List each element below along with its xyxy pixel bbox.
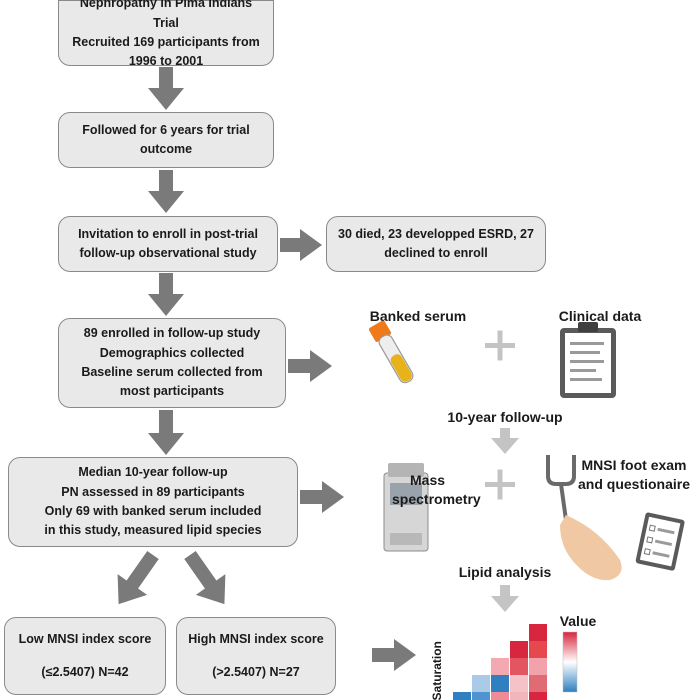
- arrow-invitation-to-enrolled: [148, 273, 184, 316]
- excluded-line-1: 30 died, 23 developped ESRD, 27: [338, 226, 534, 241]
- enrolled-line-2: Demographics collected: [99, 345, 245, 360]
- questionnaire-clipboard-icon: [635, 512, 685, 571]
- arrow-median-to-high: [184, 550, 226, 605]
- label-saturation: Saturation: [430, 641, 445, 700]
- high-line-2: (>2.5407) N=27: [212, 665, 300, 679]
- followed-line-1: Followed for 6 years for trial: [82, 122, 250, 137]
- label-mnsi-exam: MNSI foot exam and questionaire: [568, 456, 700, 494]
- followed-line-2: outcome: [139, 142, 193, 156]
- label-clinical-data: Clinical data: [558, 308, 642, 324]
- mass-spectrometer-icon: [383, 463, 429, 552]
- trial-line-3: 1996 to 2001: [128, 54, 204, 69]
- arrow-scores-to-heatmap: [372, 639, 416, 671]
- median-line-4: in this study, measured lipid species: [44, 523, 262, 538]
- arrow-enrolled-to-median: [148, 410, 184, 455]
- enrolled-line-3: Baseline serum collected from: [81, 365, 263, 379]
- enrolled-line-1: 89 enrolled in follow-up study: [83, 326, 261, 341]
- trial-line-2: Recruited 169 participants from: [72, 35, 260, 49]
- mass-spec-line-1: Mass: [410, 472, 446, 488]
- box-invitation: Invitation to enroll in post-trial follo…: [58, 216, 278, 272]
- box-trial-recruitment: Nephropathy in Pima Indians Trial Recrui…: [58, 0, 274, 68]
- mnsi-line-2: and questionaire: [577, 475, 691, 492]
- enrolled-line-4: most participants: [119, 384, 225, 399]
- label-banked-serum: Banked serum: [369, 308, 467, 324]
- box-median-followup: Median 10-year follow-up PN assessed in …: [8, 457, 298, 547]
- invitation-line-1: Invitation to enroll in post-trial: [78, 226, 258, 241]
- arrow-invitation-to-excluded: [280, 229, 322, 261]
- arrow-enrolled-to-serum: [288, 350, 332, 382]
- label-10-year-followup: 10-year follow-up: [447, 409, 563, 425]
- mnsi-line-1: MNSI foot exam: [581, 457, 687, 473]
- low-line-2: (≤2.5407) N=42: [41, 665, 129, 679]
- clipboard-icon: [560, 322, 616, 398]
- arrow-median-to-low: [117, 550, 159, 605]
- box-followed-6-years: Followed for 6 years for trial outcome: [58, 112, 274, 168]
- excluded-line-2: declined to enroll: [384, 246, 488, 260]
- median-line-2: PN assessed in 89 participants: [61, 484, 245, 499]
- arrow-followed-to-invitation: [148, 170, 184, 213]
- arrow-median-to-spectrometer: [300, 481, 344, 513]
- label-lipid-analysis: Lipid analysis: [458, 564, 552, 580]
- low-line-1: Low MNSI index score: [18, 631, 152, 646]
- box-excluded: 30 died, 23 developped ESRD, 27 declined…: [326, 216, 546, 272]
- arrow-lipid-down: [491, 585, 519, 612]
- label-mass-spectrometry: Mass spectrometry: [392, 471, 482, 509]
- mass-spec-line-2: spectrometry: [392, 490, 481, 507]
- median-line-3: Only 69 with banked serum included: [44, 504, 262, 518]
- median-line-1: Median 10-year follow-up: [78, 465, 228, 480]
- arrow-trial-to-followed: [148, 67, 184, 110]
- value-color-scale: [562, 631, 578, 693]
- tuning-fork-foot-exam-icon: [546, 455, 622, 581]
- arrow-followup-down: [491, 428, 519, 454]
- box-enrolled: 89 enrolled in follow-up study Demograph…: [58, 318, 286, 408]
- blood-tube-icon: [368, 320, 414, 384]
- label-value: Value: [559, 613, 597, 629]
- invitation-line-2: follow-up observational study: [79, 246, 257, 260]
- heatmap-icon: [453, 624, 547, 700]
- box-low-mnsi: Low MNSI index score (≤2.5407) N=42: [4, 617, 166, 695]
- box-high-mnsi: High MNSI index score (>2.5407) N=27: [176, 617, 336, 695]
- trial-line-1: Nephropathy in Pima Indians Trial: [79, 0, 253, 30]
- high-line-1: High MNSI index score: [188, 631, 324, 646]
